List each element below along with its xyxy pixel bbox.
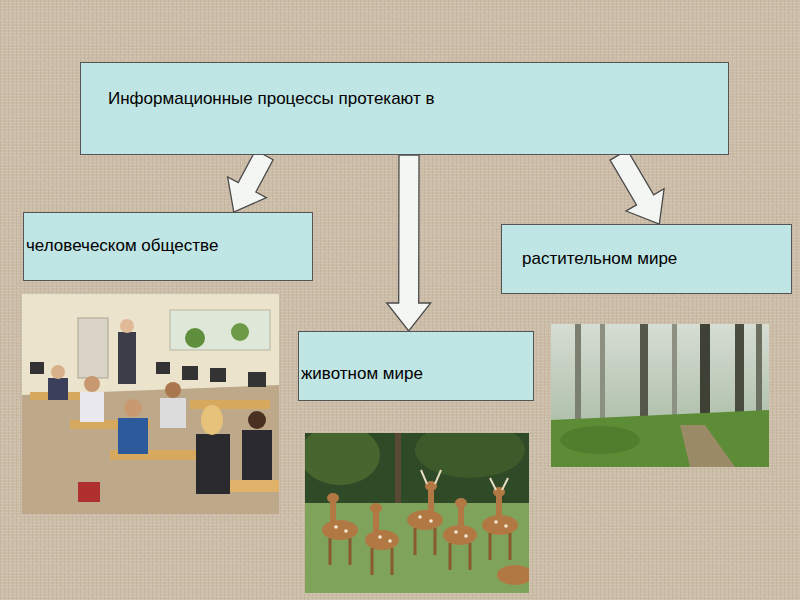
misty-air [551,324,769,467]
deer-neck [428,488,434,513]
spot [388,539,392,543]
deer [497,565,529,585]
deer [365,530,399,550]
spot [334,525,338,529]
spot [494,520,498,524]
student-head [124,399,142,417]
teacher [118,332,136,384]
student [196,434,230,494]
trunk [672,324,677,424]
student [48,378,68,400]
poster-board [170,310,270,350]
spot [418,515,422,519]
spot [378,535,382,539]
floor [22,385,279,514]
text-box: человеческом обществе [23,212,313,281]
foliage [415,433,525,478]
plant [231,323,249,341]
deer-neck [330,500,336,525]
trunk [395,433,401,503]
teacher-head [120,319,134,333]
spot [454,530,458,534]
student [160,398,186,428]
undergrowth [551,410,769,467]
trunk [575,324,581,434]
deer-herd [322,481,529,585]
deer-legs [330,528,510,575]
path [680,425,735,467]
antlers [421,470,508,490]
student [80,392,104,422]
monitor [248,372,266,387]
deer-neck [496,494,502,519]
monitor [210,368,226,382]
deer [322,520,358,540]
monitor [156,362,170,374]
desk [190,400,270,409]
plant [185,328,205,348]
student-head [51,365,65,379]
deer-head [327,493,339,503]
deer [407,510,443,530]
student-head [84,376,100,392]
deer-photo [305,433,529,593]
box-label: человеческом обществе [26,236,312,256]
student-head [248,411,266,429]
block-arrow [610,150,664,224]
monitor [30,362,44,374]
box-label: растительном мире [522,249,791,269]
backpack [78,482,100,502]
block-arrow [387,155,431,331]
student-hair [201,405,223,435]
student [242,430,272,480]
block-arrow [228,150,274,212]
forest-photo [551,324,769,467]
foliage [305,433,380,485]
box-label: Информационные процессы протекают в [108,89,728,109]
door [78,318,108,378]
classroom-photo [22,294,279,514]
student [118,418,148,454]
text-box: растительном мире [501,224,792,294]
trunk [600,324,605,429]
deer-neck [458,505,464,530]
text-box: Информационные процессы протекают в [80,62,729,155]
monitor [182,366,198,380]
student-head [165,382,181,398]
spot [344,529,348,533]
deer-head [455,498,467,508]
spot [504,524,508,528]
bushes [560,426,640,454]
text-box: животном мире [298,331,534,401]
spot [429,519,433,523]
spot [464,534,468,538]
box-label: животном мире [301,364,533,384]
wall [22,294,279,514]
deer-head [370,503,382,513]
legs [330,528,510,575]
deer-neck [373,510,379,535]
deer-spots [334,515,508,543]
